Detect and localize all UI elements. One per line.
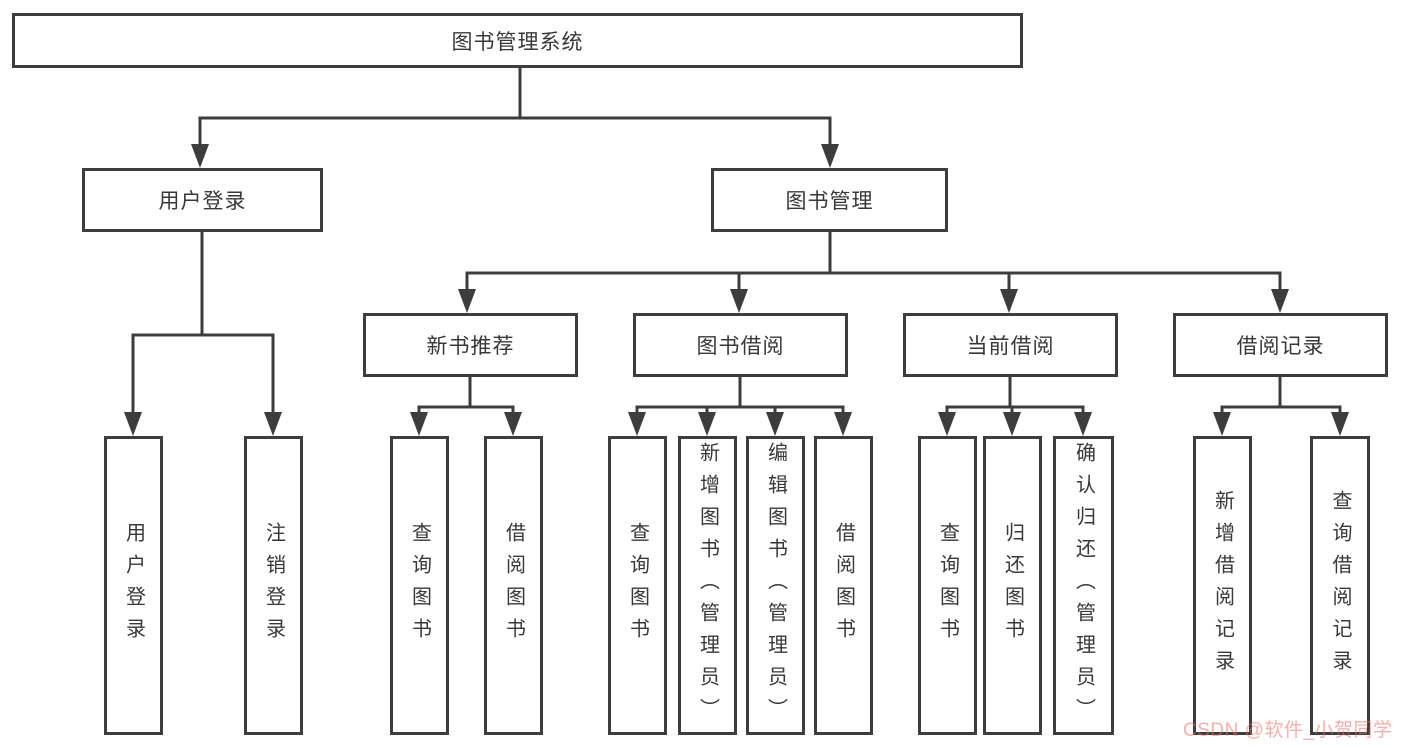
node-leaf-query-books-3-label: 查询图书 <box>936 521 959 650</box>
node-leaf-borrow-books-1-label: 借阅图书 <box>502 521 525 650</box>
node-new-book-recommend-label: 新书推荐 <box>426 335 515 358</box>
node-leaf-query-borrow-record-label: 查询借阅记录 <box>1329 489 1351 682</box>
node-leaf-confirm-return-admin-label: 确认归还（管理员） <box>1072 441 1095 730</box>
node-leaf-query-books-1-label: 查询图书 <box>408 521 431 650</box>
node-borrow-records-label: 借阅记录 <box>1236 335 1325 358</box>
node-borrow-records: 借阅记录 <box>1173 313 1388 377</box>
node-leaf-user-login-label: 用户登录 <box>122 521 145 650</box>
node-leaf-add-book-admin: 新增图书（管理员） <box>678 436 737 735</box>
node-book-management-label: 图书管理 <box>785 190 874 213</box>
node-leaf-borrow-books-1: 借阅图书 <box>484 436 543 735</box>
node-leaf-edit-book-admin: 编辑图书（管理员） <box>746 436 805 735</box>
node-leaf-logout-label: 注销登录 <box>262 521 285 650</box>
watermark-text: CSDN @软件_小贺同学 <box>1183 720 1393 741</box>
node-leaf-logout: 注销登录 <box>244 436 303 735</box>
node-leaf-borrow-books-2-label: 借阅图书 <box>832 521 855 650</box>
node-leaf-query-books-2-label: 查询图书 <box>626 521 649 650</box>
node-root: 图书管理系统 <box>12 13 1023 68</box>
node-leaf-query-books-1: 查询图书 <box>390 436 449 735</box>
node-leaf-query-books-3: 查询图书 <box>918 436 977 735</box>
node-user-login: 用户登录 <box>82 168 323 232</box>
node-book-management: 图书管理 <box>711 168 948 232</box>
node-leaf-return-book-label: 归还图书 <box>1001 521 1024 650</box>
node-user-login-label: 用户登录 <box>158 190 247 213</box>
node-leaf-user-login: 用户登录 <box>104 436 163 735</box>
node-leaf-add-borrow-record: 新增借阅记录 <box>1193 436 1252 735</box>
node-leaf-edit-book-admin-label: 编辑图书（管理员） <box>764 441 787 730</box>
node-leaf-confirm-return-admin: 确认归还（管理员） <box>1053 436 1114 735</box>
node-root-label: 图书管理系统 <box>451 30 584 54</box>
node-leaf-return-book: 归还图书 <box>983 436 1042 735</box>
node-new-book-recommend: 新书推荐 <box>363 313 578 377</box>
node-leaf-borrow-books-2: 借阅图书 <box>814 436 873 735</box>
node-leaf-add-book-admin-label: 新增图书（管理员） <box>696 441 719 730</box>
node-current-borrow-label: 当前借阅 <box>966 335 1055 358</box>
node-current-borrow: 当前借阅 <box>903 313 1118 377</box>
node-leaf-query-books-2: 查询图书 <box>608 436 667 735</box>
node-leaf-add-borrow-record-label: 新增借阅记录 <box>1211 489 1234 682</box>
node-leaf-query-borrow-record: 查询借阅记录 <box>1310 436 1370 735</box>
node-book-borrow: 图书借阅 <box>633 313 848 377</box>
node-book-borrow-label: 图书借阅 <box>696 335 785 358</box>
